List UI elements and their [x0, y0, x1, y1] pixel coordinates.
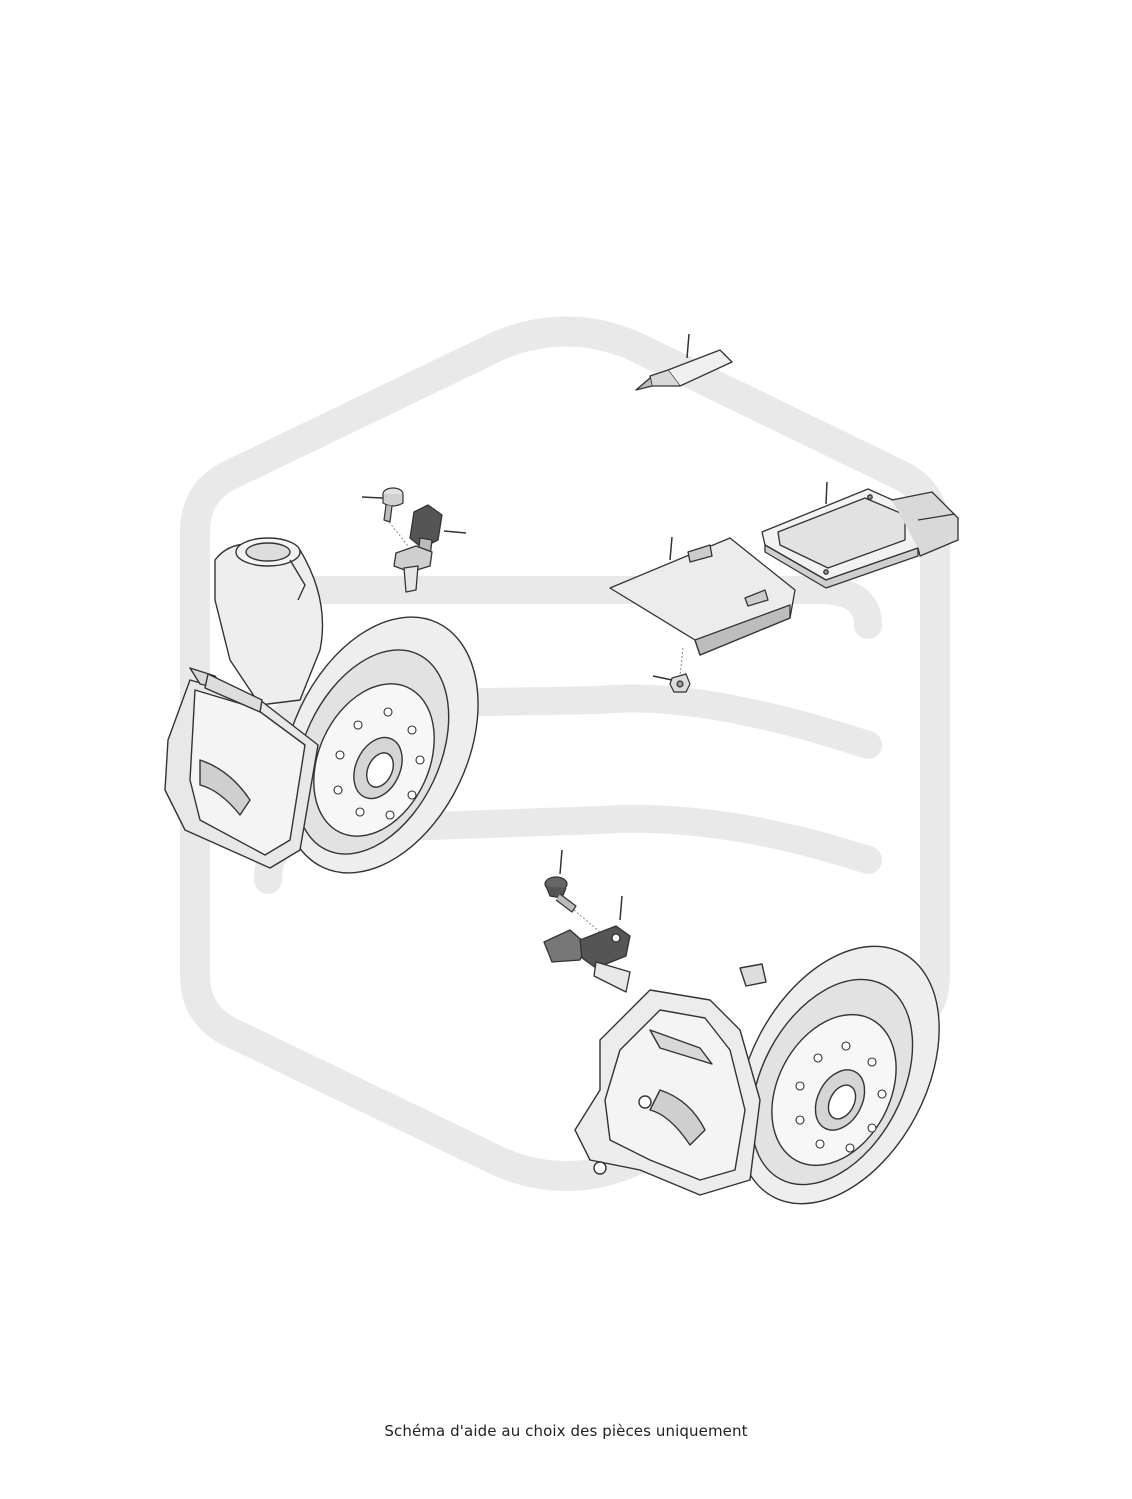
- sealant-tube[interactable]: [635, 333, 733, 391]
- rear-speed-sensor[interactable]: [543, 895, 631, 993]
- sensor-screw-front[interactable]: [361, 487, 409, 547]
- front-wheel-assembly[interactable]: [164, 537, 517, 905]
- sensor-screw-rear[interactable]: [544, 849, 601, 933]
- front-speed-sensor[interactable]: [393, 504, 467, 593]
- rear-wheel-assembly[interactable]: [574, 912, 980, 1238]
- bracket-nut[interactable]: [652, 673, 691, 693]
- diagram-caption: Schéma d'aide au choix des pièces unique…: [384, 1422, 748, 1440]
- mounting-bracket[interactable]: [609, 536, 796, 677]
- control-unit[interactable]: [761, 481, 959, 589]
